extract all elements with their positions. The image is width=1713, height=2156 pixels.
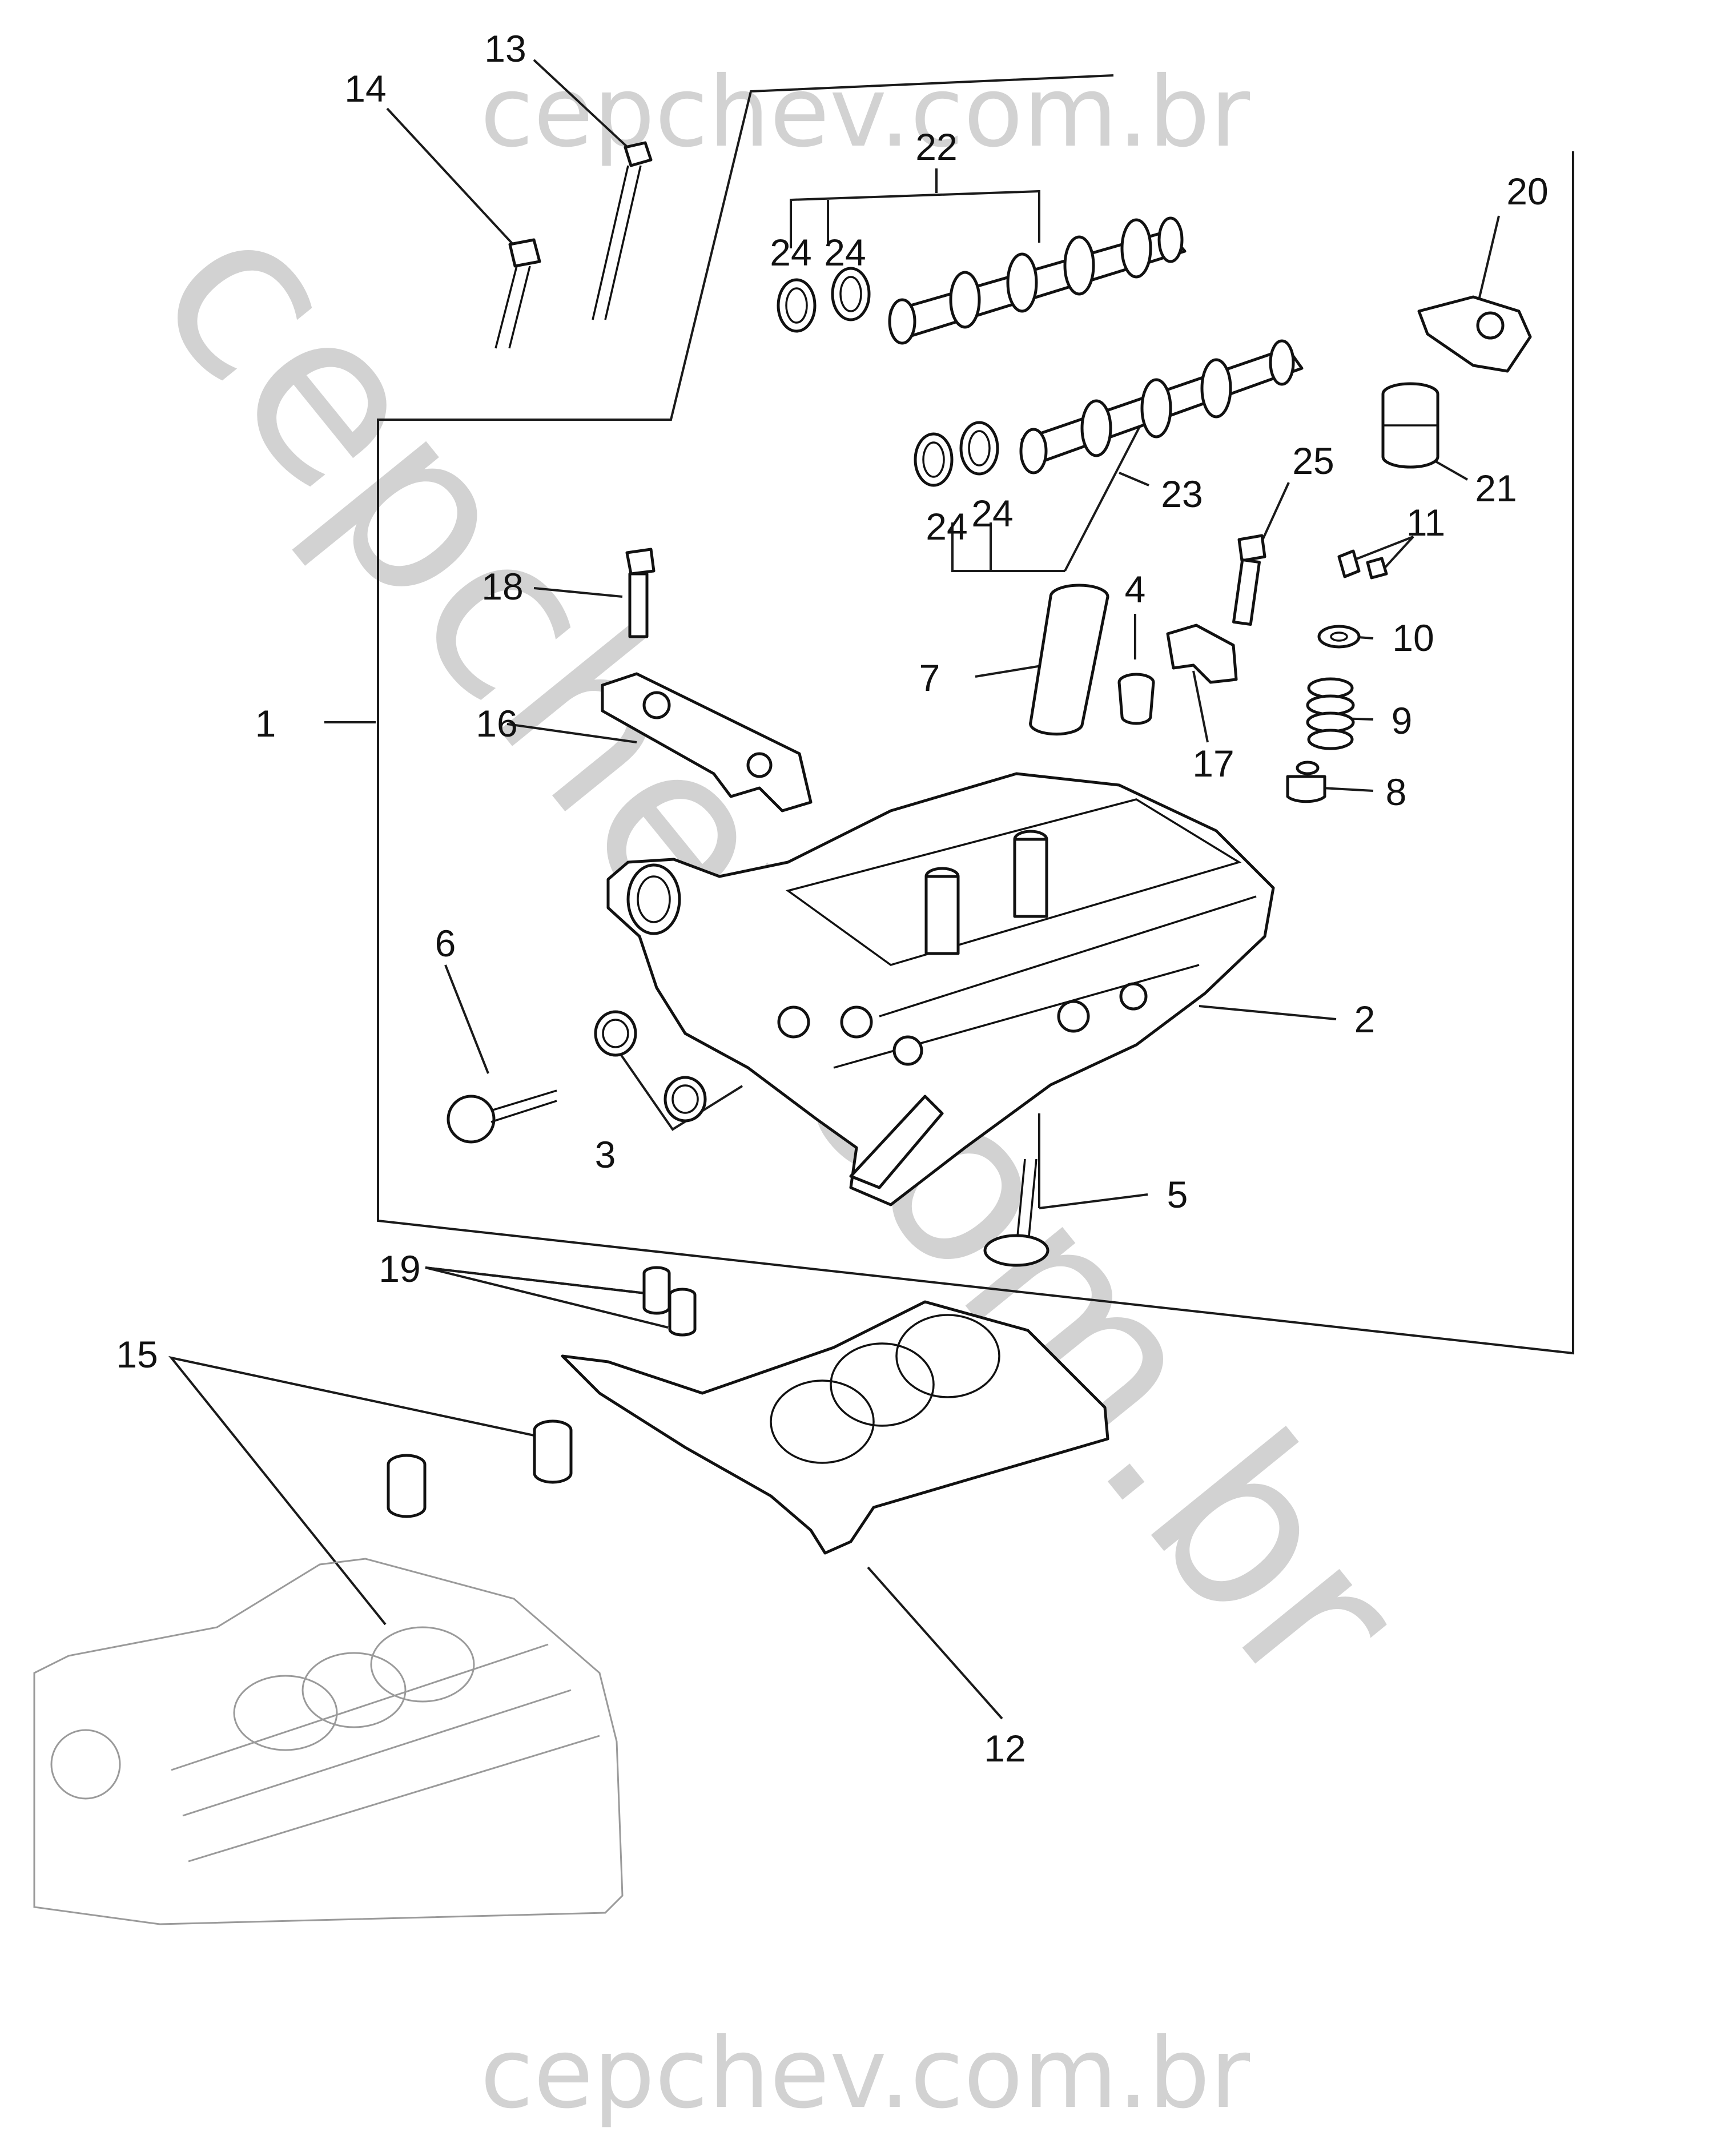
callout-21: 21: [1475, 467, 1517, 509]
cylinder-head-2: [606, 772, 1275, 1206]
head-gasket-12: [561, 1300, 1109, 1555]
exhaust-valve-6: [447, 1089, 557, 1144]
callout-20: 20: [1506, 170, 1548, 212]
callout-17: 17: [1192, 742, 1234, 785]
lifter-21: [1381, 382, 1439, 469]
tube-7: [1029, 584, 1109, 736]
callout-11: 11: [1406, 501, 1446, 544]
rocker-arm-20: [1417, 295, 1532, 373]
callout-14: 14: [344, 67, 386, 110]
callout-22: 22: [915, 126, 957, 168]
callout-2: 2: [1354, 998, 1376, 1040]
bolt-18: [625, 548, 656, 638]
intake-valve-5: [983, 1159, 1049, 1267]
callout-3: 3: [595, 1133, 616, 1176]
callout-16: 16: [476, 702, 517, 745]
dowels-19: [642, 1266, 697, 1337]
camshaft-22: [888, 216, 1187, 345]
callout-7: 7: [919, 657, 940, 699]
callout-4: 4: [1125, 568, 1146, 610]
callout-24b: 24: [824, 231, 866, 273]
callout-8: 8: [1386, 771, 1407, 813]
cam-cap-17: [1166, 624, 1238, 684]
callout-23: 23: [1161, 473, 1203, 515]
cam-cap-16: [601, 672, 813, 812]
seals-3: [594, 1010, 707, 1123]
callout-9: 9: [1392, 699, 1413, 742]
callout-24c: 24: [926, 505, 967, 548]
leader-lines: [168, 59, 1500, 1720]
callout-25: 25: [1292, 440, 1334, 482]
engine-block-reference: [33, 1558, 624, 1925]
callout-6: 6: [435, 922, 456, 964]
bolt-13: [592, 141, 653, 320]
callout-10: 10: [1392, 617, 1434, 659]
valve-keepers-11: [1337, 549, 1388, 580]
spring-retainer-10: [1317, 625, 1361, 649]
callout-24d: 24: [971, 492, 1013, 534]
callout-15: 15: [116, 1333, 158, 1375]
callout-13: 13: [484, 27, 526, 70]
watermark-bottom: cepchev.com.br: [480, 2017, 1250, 2130]
dowels-15: [387, 1419, 573, 1518]
callout-19: 19: [379, 1248, 420, 1290]
assembly-boundary: [377, 74, 1574, 1355]
camshaft-23: [1019, 339, 1304, 474]
plug-4: [1117, 673, 1155, 725]
callout-5: 5: [1167, 1173, 1188, 1216]
callout-labels: 1 2 3 4 5 6 7 8 9 10 11 12 13 14 15 16 1…: [116, 27, 1548, 1769]
callout-12: 12: [984, 1727, 1026, 1769]
bolt-14: [494, 238, 541, 349]
seals-24: [777, 267, 999, 487]
watermark-top: cepchev.com.br: [480, 56, 1250, 169]
valve-seal-8: [1286, 761, 1326, 803]
callout-1: 1: [255, 702, 276, 745]
callout-24a: 24: [770, 231, 811, 273]
valve-spring-9: [1306, 677, 1355, 750]
callout-18: 18: [481, 565, 523, 608]
bolt-25: [1232, 534, 1266, 626]
